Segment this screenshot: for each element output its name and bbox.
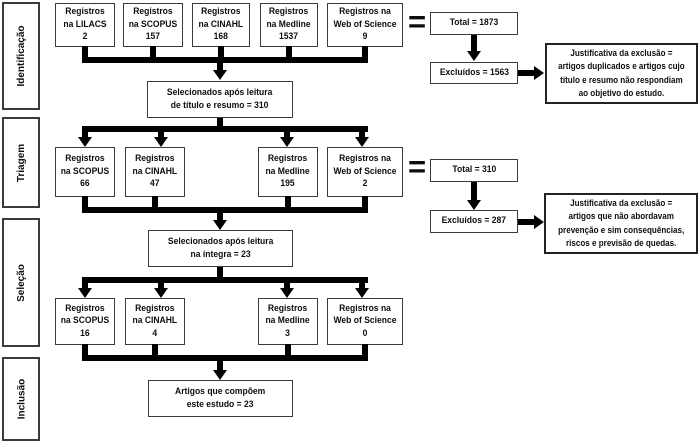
flow-arrow-right [534, 66, 544, 80]
stage-label-identificacao: Identificação [15, 25, 27, 87]
flow-line [150, 46, 156, 63]
stage-box-identificacao: Identificação [2, 2, 40, 110]
flow-arrow-down [154, 288, 168, 298]
flow-arrow-down [78, 288, 92, 298]
flow-line [217, 118, 223, 132]
flow-arrow-down [355, 137, 369, 147]
flow-arrow-down [467, 200, 481, 210]
flow-line [359, 283, 365, 290]
flow-line [152, 196, 158, 213]
selection-selected-box: Selecionados após leitura na íntegra = 2… [148, 230, 293, 267]
screen-source-web-of-science: Registros na Web of Science 2 [327, 147, 403, 197]
flow-arrow-down [78, 137, 92, 147]
screen-justification-box: Justificativa da exclusão = artigos que … [544, 193, 698, 254]
flow-arrow-down [280, 288, 294, 298]
flow-line [362, 196, 368, 213]
sel-source-cinahl: Registros na CINAHL 4 [125, 298, 185, 345]
screen-total-box: Total = 310 [430, 159, 518, 182]
flow-line [518, 219, 535, 225]
id-excluded-box: Excluídos = 1563 [430, 62, 518, 84]
flow-line [217, 267, 223, 283]
flow-line [82, 283, 88, 290]
equals-sign: = [407, 149, 427, 184]
stage-label-selecao: Seleção [15, 263, 28, 302]
flow-line [471, 182, 477, 201]
equals-sign: = [407, 4, 427, 39]
flow-arrow-down [355, 288, 369, 298]
flow-arrow-down [213, 70, 227, 80]
screen-source-medline: Registros na Medline 195 [258, 147, 318, 197]
flow-line [471, 35, 477, 52]
screening-selected-box: Selecionados após leitura de título e re… [147, 81, 293, 118]
flow-line [284, 132, 290, 139]
flow-arrow-down [213, 370, 227, 380]
id-source-medline: Registros na Medline 1537 [260, 3, 318, 47]
flow-line [82, 207, 368, 213]
flow-line [218, 46, 224, 63]
stage-label-triagem: Triagem [15, 143, 27, 182]
flow-line [217, 361, 223, 371]
flow-line [217, 63, 223, 72]
flow-line [82, 46, 88, 63]
flow-line [158, 283, 164, 290]
flow-line [82, 196, 88, 213]
flow-line [284, 283, 290, 290]
flow-arrow-down [213, 220, 227, 230]
flow-line [285, 196, 291, 213]
id-source-lilacs: Registros na LILACS 2 [55, 3, 115, 47]
flow-arrow-down [154, 137, 168, 147]
flow-arrow-down [467, 51, 481, 61]
flow-line [82, 277, 368, 283]
flow-line [82, 344, 88, 361]
id-source-scopus: Registros na SCOPUS 157 [123, 3, 183, 47]
flow-line [82, 132, 88, 139]
sel-source-scopus: Registros na SCOPUS 16 [55, 298, 115, 345]
screen-excluded-box: Excluídos = 287 [430, 210, 518, 233]
flow-arrow-down [280, 137, 294, 147]
flow-line [359, 132, 365, 139]
flow-line [286, 46, 292, 63]
id-source-cinahl: Registros na CINAHL 168 [192, 3, 250, 47]
flow-line [285, 344, 291, 361]
flow-line [152, 344, 158, 361]
flow-line [158, 132, 164, 139]
flow-line [82, 126, 368, 132]
flow-line [362, 344, 368, 361]
flow-arrow-right [534, 215, 544, 229]
stage-box-triagem: Triagem [2, 117, 40, 208]
sel-source-web-of-science: Registros na Web of Science 0 [327, 298, 403, 345]
sel-source-medline: Registros na Medline 3 [258, 298, 318, 345]
screen-source-cinahl: Registros na CINAHL 47 [125, 147, 185, 197]
id-source-web-of-science: Registros na Web of Science 9 [327, 3, 403, 47]
id-justification-box: Justificativa da exclusão = artigos dupl… [545, 43, 698, 104]
stage-box-selecao: Seleção [2, 218, 40, 347]
screen-source-scopus: Registros na SCOPUS 66 [55, 147, 115, 197]
id-total-box: Total = 1873 [430, 12, 518, 35]
inclusion-final-box: Artigos que compõem este estudo = 23 [148, 380, 293, 417]
flow-line [82, 355, 368, 361]
flow-line [518, 70, 535, 76]
flow-line [82, 57, 368, 63]
stage-box-inclusao: Inclusão [2, 357, 40, 441]
stage-label-inclusao: Inclusão [15, 378, 28, 420]
flow-line [217, 213, 223, 222]
flow-line [362, 46, 368, 63]
